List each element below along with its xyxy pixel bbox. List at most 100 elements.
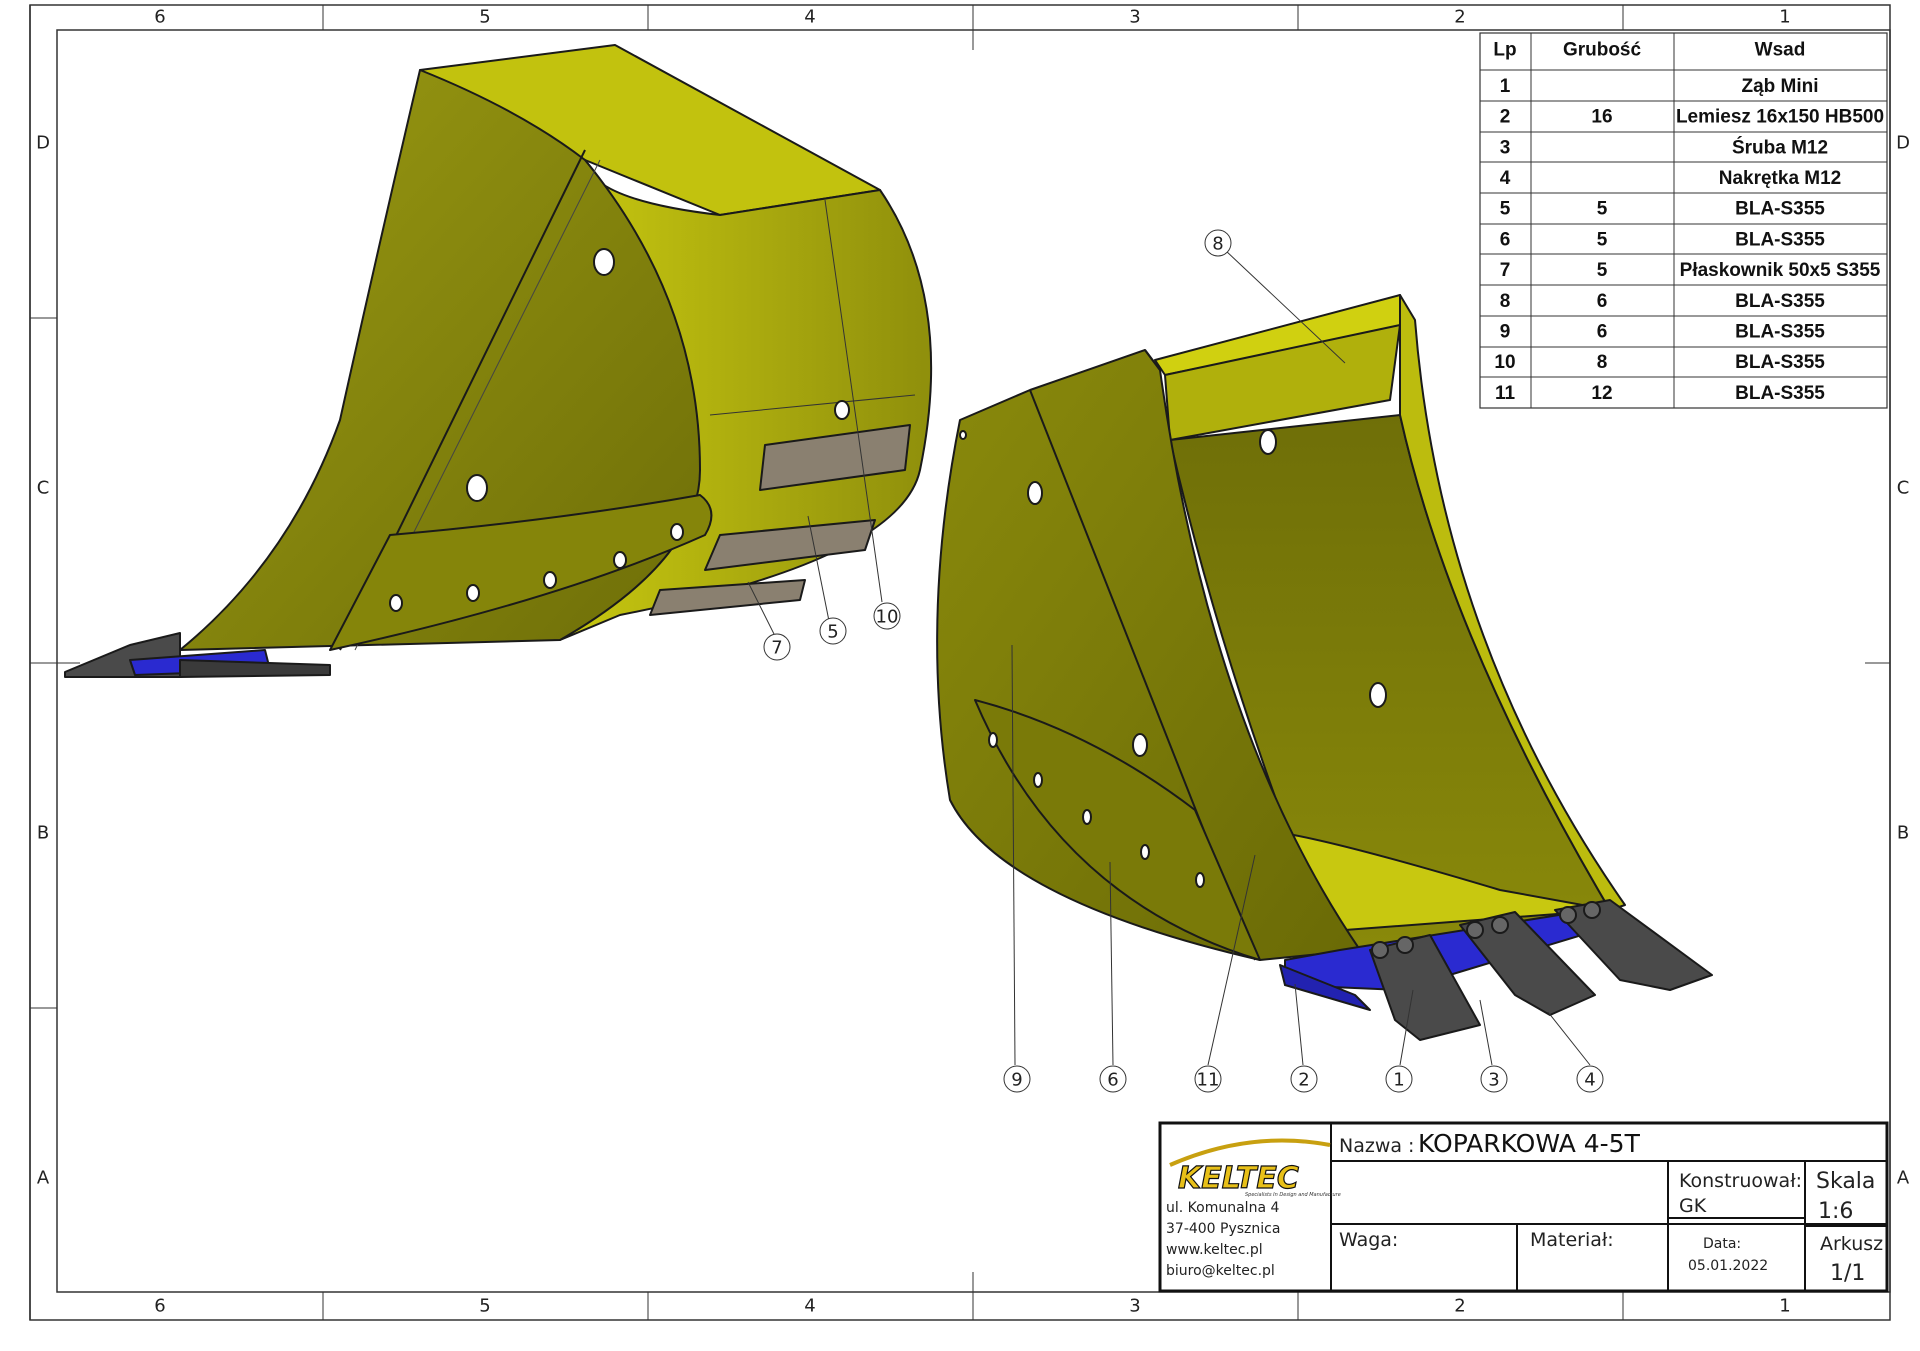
- callout-label: 8: [1212, 234, 1223, 255]
- zone-col-4-top: 4: [804, 7, 815, 28]
- callout-label: 1: [1393, 1070, 1404, 1091]
- bom-cell-thickness: 5: [1597, 229, 1608, 250]
- bom-cell-material: Ząb Mini: [1741, 76, 1818, 97]
- callout-8: 8: [1204, 229, 1232, 257]
- leader-lines: [747, 199, 1591, 1066]
- bom-cell-material: Płaskownik 50x5 S355: [1680, 260, 1881, 281]
- zone-dividers: [30, 5, 1890, 1320]
- callout-5: 5: [819, 617, 847, 645]
- sheet-value: 1/1: [1830, 1261, 1865, 1286]
- wear-plate-lower: [649, 579, 806, 616]
- bom-cell-material: BLA-S355: [1735, 352, 1825, 373]
- keltec-logo: KELTEC Specialists In Design and Manufac…: [1169, 1138, 1341, 1198]
- bom-cell-lp: 7: [1500, 260, 1511, 281]
- bom-cell-material: BLA-S355: [1735, 321, 1825, 342]
- bom-header-material: Wsad: [1755, 40, 1806, 61]
- bucket-view-front: [936, 294, 1713, 1041]
- address-line-2: 37-400 Pysznica: [1166, 1221, 1280, 1237]
- callouts: 10 5 7 8 9 6 11 2: [763, 229, 1604, 1093]
- drawing-name: KOPARKOWA 4-5T: [1418, 1129, 1641, 1158]
- zone-row-c-right: C: [1897, 478, 1910, 499]
- bom-row: 10 8 BLA-S355: [1494, 352, 1825, 373]
- bom-cell-lp: 10: [1494, 352, 1515, 373]
- callout-9: 9: [1003, 1065, 1031, 1093]
- callout-label: 9: [1011, 1070, 1022, 1091]
- designer-value: GK: [1679, 1195, 1707, 1217]
- callout-4: 4: [1576, 1065, 1604, 1093]
- bom-cell-thickness: 16: [1591, 107, 1612, 128]
- address-line-1: ul. Komunalna 4: [1166, 1200, 1279, 1216]
- zone-col-3-top: 3: [1129, 7, 1140, 28]
- bom-cell-lp: 1: [1500, 76, 1511, 97]
- callout-label: 10: [876, 607, 899, 628]
- bom-cell-thickness: 6: [1597, 321, 1608, 342]
- zone-col-1-bottom: 1: [1779, 1296, 1790, 1317]
- bom-cell-lp: 5: [1500, 199, 1511, 220]
- logo-tagline: Specialists In Design and Manufacture: [1245, 1192, 1341, 1198]
- sheet-label: Arkusz: [1820, 1233, 1883, 1255]
- zone-col-3-bottom: 3: [1129, 1296, 1140, 1317]
- bom-row: 3 Śruba M12: [1500, 136, 1828, 158]
- weight-label: Waga:: [1339, 1229, 1398, 1251]
- title-block: KELTEC Specialists In Design and Manufac…: [1158, 1121, 1889, 1293]
- bom-cell-lp: 6: [1500, 229, 1511, 250]
- designer-label: Konstruował:: [1679, 1170, 1802, 1192]
- zone-col-6-bottom: 6: [154, 1296, 165, 1317]
- zone-row-b-right: B: [1897, 823, 1909, 844]
- callout-2: 2: [1290, 1065, 1318, 1093]
- address-line-3: www.keltec.pl: [1166, 1242, 1263, 1258]
- tooth-1: [1369, 934, 1481, 1041]
- callout-3: 3: [1480, 1065, 1508, 1093]
- zone-row-b-left: B: [37, 823, 49, 844]
- bom-header-thickness: Grubość: [1563, 40, 1642, 61]
- callout-label: 2: [1298, 1070, 1309, 1091]
- scale-value: 1:6: [1818, 1199, 1853, 1224]
- zone-row-a-left: A: [37, 1168, 50, 1189]
- callout-10: 10: [873, 602, 901, 630]
- zone-col-5-bottom: 5: [479, 1296, 490, 1317]
- callout-label: 7: [771, 638, 782, 659]
- bom-cell-material: BLA-S355: [1735, 383, 1825, 404]
- bom-cell-material: Śruba M12: [1732, 136, 1828, 158]
- zone-col-2-top: 2: [1454, 7, 1465, 28]
- bucket-side-band-front: [974, 699, 1261, 961]
- callout-label: 6: [1107, 1070, 1118, 1091]
- zone-col-5-top: 5: [479, 7, 490, 28]
- bom-cell-lp: 8: [1500, 291, 1511, 312]
- zone-col-1-top: 1: [1779, 7, 1790, 28]
- bom-cell-thickness: 12: [1591, 383, 1612, 404]
- date-label: Data:: [1703, 1236, 1741, 1252]
- tooth-2: [1459, 911, 1596, 1016]
- callout-label: 3: [1488, 1070, 1499, 1091]
- zone-row-d-left: D: [36, 133, 50, 154]
- bom-cell-material: BLA-S355: [1735, 229, 1825, 250]
- bom-cell-thickness: 5: [1597, 199, 1608, 220]
- logo-wordmark: KELTEC: [1178, 1161, 1299, 1196]
- address-line-4: biuro@keltec.pl: [1166, 1263, 1275, 1279]
- bom-cell-material: BLA-S355: [1735, 199, 1825, 220]
- callout-label: 4: [1584, 1070, 1595, 1091]
- bucket-side-reinforcement: [329, 494, 713, 651]
- bom-header-lp: Lp: [1493, 40, 1516, 61]
- tooth-3: [1554, 899, 1713, 991]
- bom-cell-thickness: 8: [1597, 352, 1608, 373]
- zone-col-4-bottom: 4: [804, 1296, 815, 1317]
- zone-col-6-top: 6: [154, 7, 165, 28]
- bom-cell-material: Nakrętka M12: [1719, 168, 1842, 189]
- callout-6: 6: [1099, 1065, 1127, 1093]
- bom-row: 5 5 BLA-S355: [1500, 199, 1826, 220]
- bom-cell-lp: 3: [1500, 137, 1511, 158]
- name-label: Nazwa :: [1339, 1135, 1414, 1157]
- bucket-right-wall: [1399, 294, 1626, 911]
- zone-row-d-right: D: [1896, 133, 1910, 154]
- bom-cell-thickness: 6: [1597, 291, 1608, 312]
- callout-label: 11: [1197, 1070, 1220, 1091]
